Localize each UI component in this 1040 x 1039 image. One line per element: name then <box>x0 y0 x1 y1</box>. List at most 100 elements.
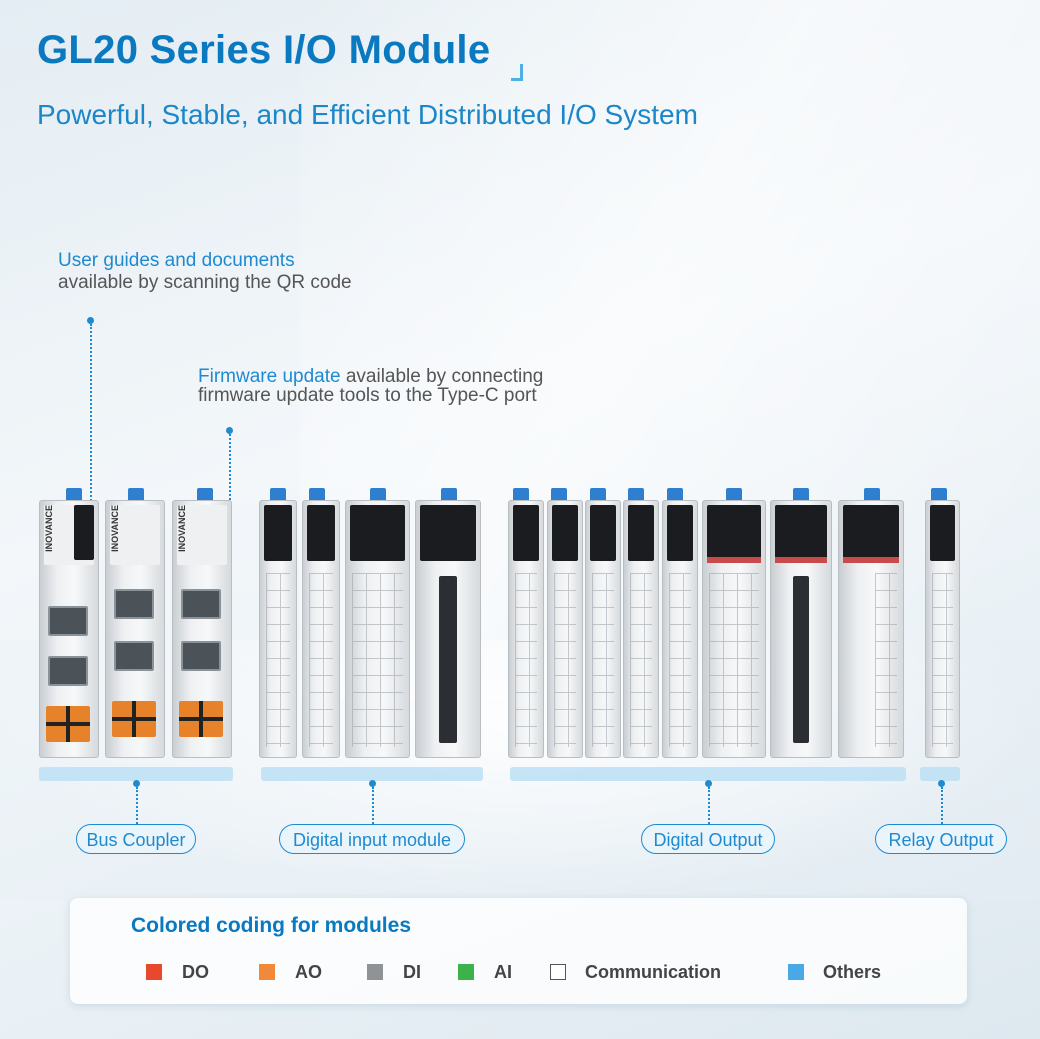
status-display <box>930 505 955 561</box>
module-knob <box>590 488 606 502</box>
status-display <box>667 505 693 561</box>
legend-label-ao: AO <box>295 962 322 982</box>
digital-output-module <box>623 500 659 758</box>
connector-dot <box>369 780 376 787</box>
category-bus-coupler: Bus Coupler <box>76 824 196 854</box>
digital-output-bracket <box>510 767 906 781</box>
terminal-grid <box>669 573 691 747</box>
relay-output-module <box>925 500 960 758</box>
color-legend: Colored coding for modules DO AO DI AI C… <box>70 898 967 1004</box>
legend-label-ai: AI <box>494 962 512 982</box>
status-display <box>843 505 899 561</box>
terminal-grid <box>592 573 614 747</box>
status-display <box>264 505 292 561</box>
power-terminal <box>46 706 90 742</box>
ethernet-port <box>48 606 88 636</box>
module-knob <box>513 488 529 502</box>
ethernet-port <box>181 641 221 671</box>
status-display <box>707 505 761 561</box>
firmware-note-highlight: Firmware update <box>198 366 341 387</box>
status-display <box>590 505 616 561</box>
bus-coupler-module: INOVANCE <box>105 500 165 758</box>
connector-line <box>941 787 943 824</box>
connector-dot <box>705 780 712 787</box>
terminal-grid <box>515 573 537 747</box>
module-top-panel <box>177 505 227 565</box>
legend-swatch-communication <box>550 964 566 980</box>
digital-output-module <box>838 500 904 758</box>
module-knob <box>128 488 144 502</box>
status-display <box>350 505 405 561</box>
connector-line <box>372 787 374 824</box>
status-display <box>513 505 539 561</box>
terminal-grid <box>709 573 759 747</box>
legend-swatch-ai <box>458 964 474 980</box>
ribbon-connector <box>439 576 457 743</box>
status-display <box>775 505 827 561</box>
status-display <box>420 505 476 561</box>
status-display <box>74 505 94 560</box>
terminal-grid <box>352 573 403 747</box>
module-color-band <box>707 557 761 563</box>
ethernet-port <box>181 589 221 619</box>
brand-label: INOVANCE <box>44 505 54 552</box>
qr-callout-dot <box>87 317 94 324</box>
bus-coupler-module: INOVANCE <box>39 500 99 758</box>
legend-swatch-ao <box>259 964 275 980</box>
firmware-note-text-1: available by connecting <box>340 366 544 387</box>
digital-input-module <box>345 500 410 758</box>
terminal-grid <box>266 573 290 747</box>
module-knob <box>270 488 286 502</box>
terminal-grid <box>554 573 576 747</box>
module-knob <box>628 488 644 502</box>
brand-label: INOVANCE <box>110 505 120 552</box>
connector-dot <box>938 780 945 787</box>
terminal-grid <box>875 573 897 747</box>
module-knob <box>370 488 386 502</box>
module-knob <box>667 488 683 502</box>
module-knob <box>931 488 947 502</box>
module-knob <box>197 488 213 502</box>
status-display <box>307 505 335 561</box>
digital-output-module <box>585 500 621 758</box>
category-relay-output: Relay Output <box>875 824 1007 854</box>
qr-callout-line <box>90 324 92 549</box>
qr-note: User guides and documents available by s… <box>58 250 352 294</box>
module-knob <box>441 488 457 502</box>
connector-dot <box>133 780 140 787</box>
ethernet-port <box>114 589 154 619</box>
status-display <box>552 505 578 561</box>
qr-note-highlight: User guides and documents <box>58 250 295 271</box>
legend-swatch-di <box>367 964 383 980</box>
bus-coupler-module: INOVANCE <box>172 500 232 758</box>
connector-line <box>136 787 138 824</box>
module-color-band <box>775 557 827 563</box>
legend-swatch-do <box>146 964 162 980</box>
digital-input-module <box>302 500 340 758</box>
status-display <box>628 505 654 561</box>
legend-swatch-others <box>788 964 804 980</box>
digital-output-module <box>702 500 766 758</box>
firmware-note-text-2: firmware update tools to the Type-C port <box>198 385 537 406</box>
category-digital-input: Digital input module <box>279 824 465 854</box>
legend-label-communication: Communication <box>585 962 722 982</box>
firmware-callout-dot <box>226 427 233 434</box>
legend-label-do: DO <box>182 962 209 982</box>
firmware-note: Firmware update available by connecting … <box>198 367 543 405</box>
digital-output-module <box>770 500 832 758</box>
module-knob <box>309 488 325 502</box>
firmware-callout-line <box>229 434 231 552</box>
terminal-grid <box>932 573 953 747</box>
connector-line <box>708 787 710 824</box>
digital-input-module <box>259 500 297 758</box>
module-knob <box>793 488 809 502</box>
relay-output-bracket <box>920 767 960 781</box>
bus-coupler-bracket <box>39 767 233 781</box>
module-knob <box>66 488 82 502</box>
digital-output-module <box>547 500 583 758</box>
legend-title: Colored coding for modules <box>131 914 412 937</box>
module-color-band <box>843 557 899 563</box>
module-top-panel <box>110 505 160 565</box>
module-knob <box>726 488 742 502</box>
qr-note-text: available by scanning the QR code <box>58 272 352 293</box>
